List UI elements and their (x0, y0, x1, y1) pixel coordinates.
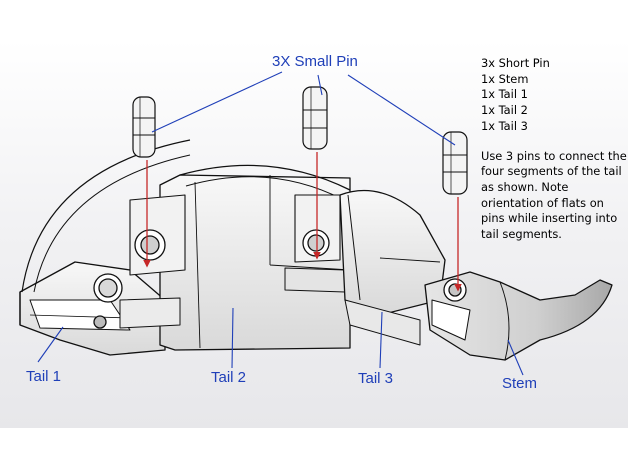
assembly-notes: 3x Short Pin 1x Stem 1x Tail 1 1x Tail 2… (481, 56, 628, 243)
tail-1-label: Tail 1 (26, 368, 62, 385)
pins-callout: 3X Small Pin (272, 53, 358, 70)
tail-3-part (339, 189, 446, 346)
stem-label: Stem (502, 375, 538, 392)
small-pin-right (442, 131, 468, 195)
stem-part (424, 271, 613, 361)
parts-list-item: 1x Stem (481, 71, 529, 86)
parts-list-item: 1x Tail 1 (481, 87, 528, 102)
tail-3-label: Tail 3 (358, 370, 394, 387)
parts-list-item: 1x Tail 3 (481, 118, 528, 133)
callout-leaders (37, 71, 524, 376)
assembly-instructions: Use 3 pins to connect the four segments … (481, 148, 627, 242)
parts-list-item: 1x Tail 2 (481, 103, 528, 118)
small-pin-middle (302, 86, 328, 150)
small-pin-left (132, 96, 156, 158)
tail-2-label: Tail 2 (211, 369, 247, 386)
tail-1-part (19, 139, 191, 356)
parts-list-item: 3x Short Pin (481, 56, 550, 70)
